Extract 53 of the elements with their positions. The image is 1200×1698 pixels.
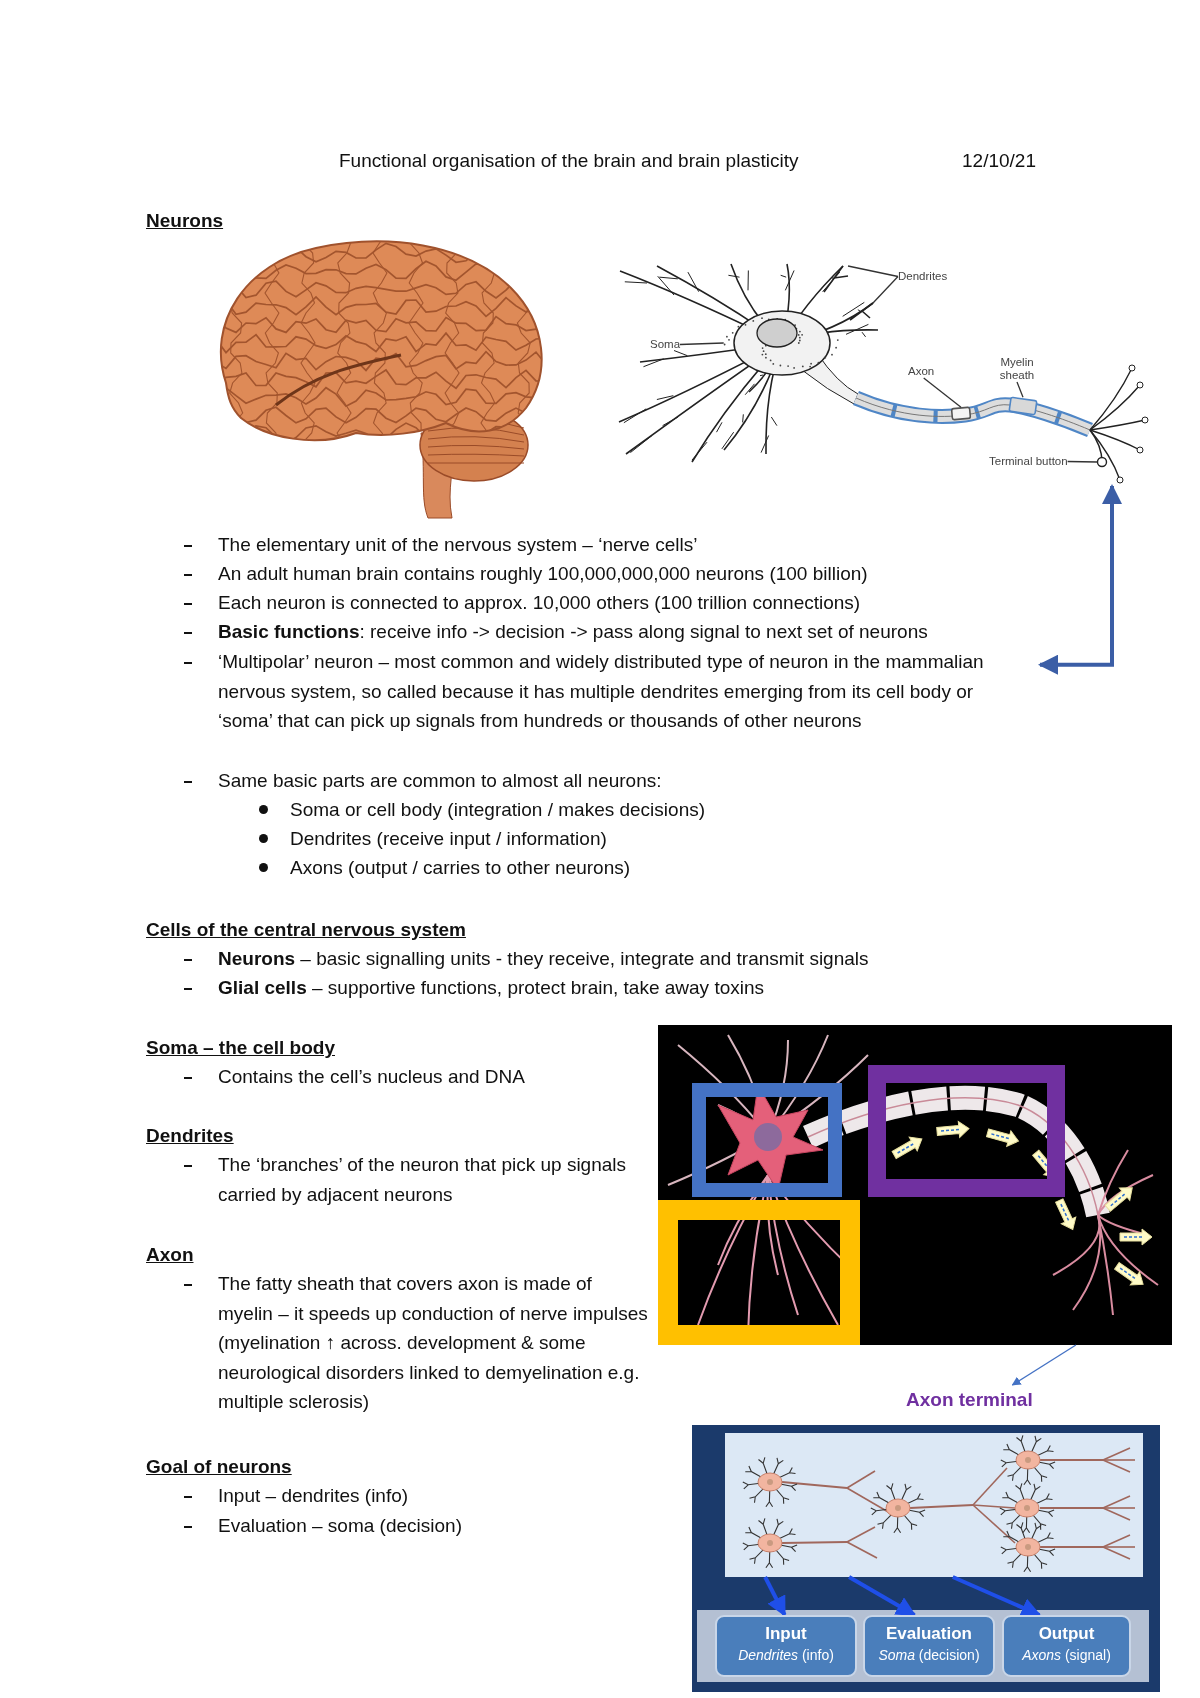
part-label: Dendrites [898,270,948,283]
bullet-text: Each neuron is connected to approx. 10,000 others (100 trillion connections) [218,591,862,615]
step-title: Evaluation [885,1623,973,1645]
terminal-button [1096,456,1108,468]
section-heading: Dendrites [146,1124,234,1148]
page-title: Functional organisation of the brain and brain plasticity [339,149,799,173]
bullet-text: The ‘branches’ of the neuron that pick up signals carried by adjacent neurons [218,1153,628,1207]
diagram-panel [692,1425,1160,1692]
step-title: Input [764,1623,808,1645]
section-heading: Axon [146,1243,194,1267]
part-label: Terminal button [989,455,1068,468]
neuron-network-drawing [725,1433,1143,1577]
date-text: 12/10/21 [962,149,1036,173]
axon-segment [950,406,972,421]
bullet-text: Same basic parts are common to almost all neurons: [218,769,663,793]
part-label: Myelin sheath [992,356,1042,382]
callout-label: Axon terminal [906,1385,1033,1415]
soma-body [723,310,839,376]
dendrite-branch [823,265,849,293]
section-heading: Soma – the cell body [146,1036,335,1060]
section-heading: Neurons [146,209,224,233]
bullet-text: Glial cells – supportive functions, protect brain, take away toxins [218,976,766,1000]
step-box [863,1615,995,1677]
neuron-illustration [658,1025,1172,1345]
bullet-text: ‘Multipolar’ neuron – most common and widely distributed type of neuron in the mammalian nervous system, so called because it has multiple dendrites emerging from its cell body or ‘soma’ that can pick up signals from hundreds or thousands of other neurons [218,647,1040,736]
step-box [1002,1615,1131,1677]
section-heading: Goal of neurons [146,1455,292,1479]
bullet-text: Contains the cell’s nucleus and DNA [218,1065,526,1089]
bullet-text: Axons (output / carries to other neurons) [290,856,632,880]
arrow [1038,484,1122,675]
bullet-text: Basic functions: receive info -> decision -> pass along signal to next set of neurons [218,620,929,644]
dendrite-branch [849,302,874,321]
bullet-text: The fatty sheath that covers axon is made of myelin – it speeds up conduction of nerve impulses (myelination ↑ across. development & some neurological disorders linked to demyelination e.g. multiple sclerosis) [218,1272,649,1414]
step-description: Dendrites (info) [737,1646,835,1665]
arrow [1011,1344,1077,1386]
bullet-text: An adult human brain contains roughly 100,000,000,000 neurons (100 billion) [218,562,869,586]
arrow [952,1575,1042,1617]
arrow [848,1575,917,1617]
part-label: Soma [650,338,681,351]
step-box [715,1615,857,1677]
step-title: Output [1037,1623,1096,1645]
bullet-text: The elementary unit of the nervous system – ‘nerve cells’ [218,533,699,557]
section-heading: Cells of the central nervous system [146,918,466,942]
arrow [763,1576,787,1617]
bullet-text: Input – dendrites (info) [218,1484,410,1508]
bullet-text: Dendrites (receive input / information) [290,827,608,851]
bullet-text: Neurons – basic signalling units - they receive, integrate and transmit signals [218,947,870,971]
bullet-text: Evaluation – soma (decision) [218,1514,463,1538]
bullet-text: Soma or cell body (integration / makes decisions) [290,798,707,822]
part-label: Axon [908,365,935,378]
step-description: Axons (signal) [1021,1646,1112,1665]
myelin-sheath-segment [1008,396,1038,416]
step-description: Soma (decision) [877,1646,981,1665]
